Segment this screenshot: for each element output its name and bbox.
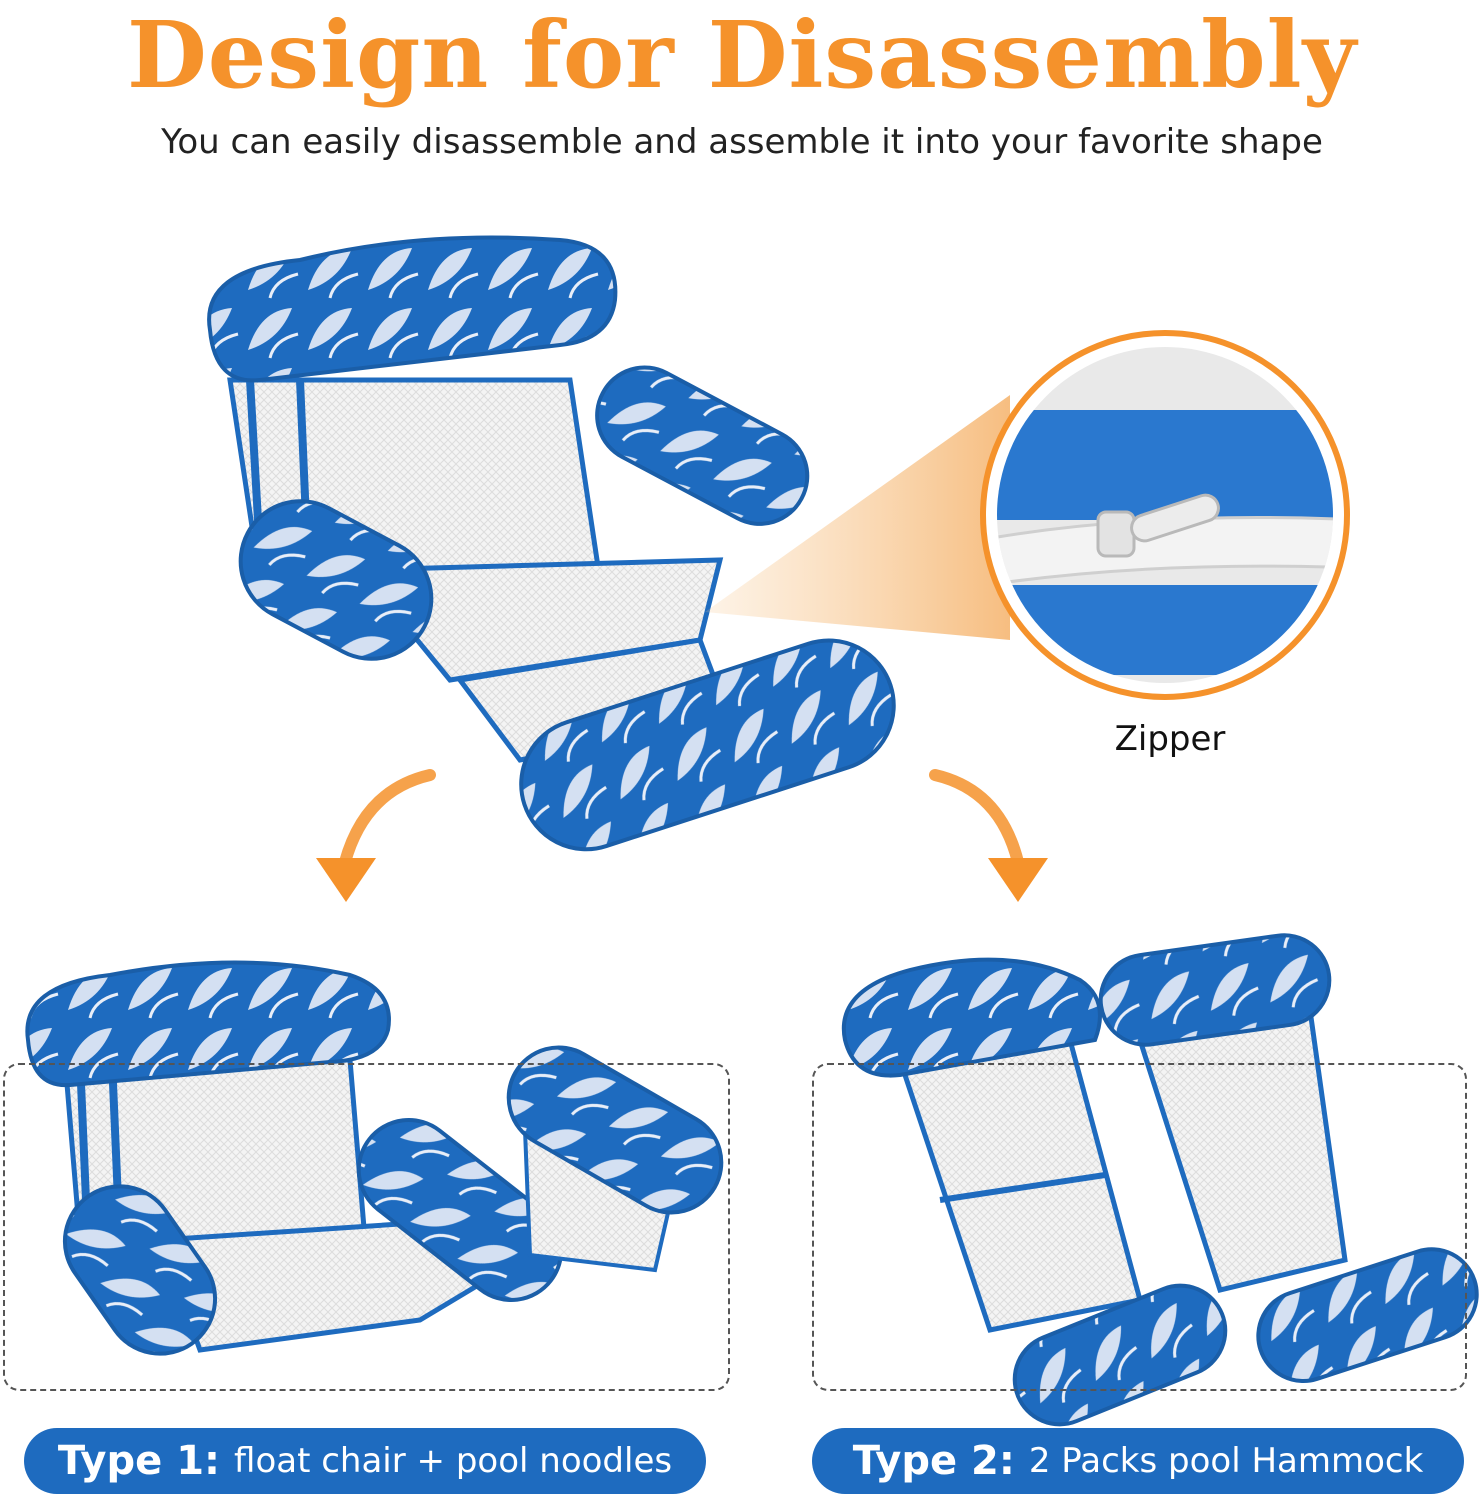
- type1-illustration: [25, 960, 724, 1356]
- arrow-down-right-icon: [929, 769, 1048, 902]
- type1-key: Type 1:: [57, 1438, 221, 1484]
- page-subtitle: You can easily disassemble and assemble …: [161, 122, 1323, 162]
- type2-label-pill: Type 2: 2 Packs pool Hammock: [812, 1428, 1464, 1494]
- arrow-down-left-icon: [316, 769, 436, 902]
- zipper-callout: [705, 330, 1350, 700]
- zipper-label: Zipper: [1114, 719, 1226, 759]
- float-chair-main: [207, 235, 896, 852]
- page-title: Design for Disassembly: [126, 1, 1358, 109]
- type1-text: float chair + pool noodles: [234, 1441, 673, 1481]
- type1-dashed-frame: [3, 1063, 730, 1391]
- type2-dashed-frame: [812, 1063, 1467, 1391]
- type1-label-pill: Type 1: float chair + pool noodles: [24, 1428, 706, 1494]
- zipper-pull-icon: [1096, 493, 1220, 558]
- type2-text: 2 Packs pool Hammock: [1028, 1441, 1424, 1481]
- type2-key: Type 2:: [852, 1438, 1015, 1484]
